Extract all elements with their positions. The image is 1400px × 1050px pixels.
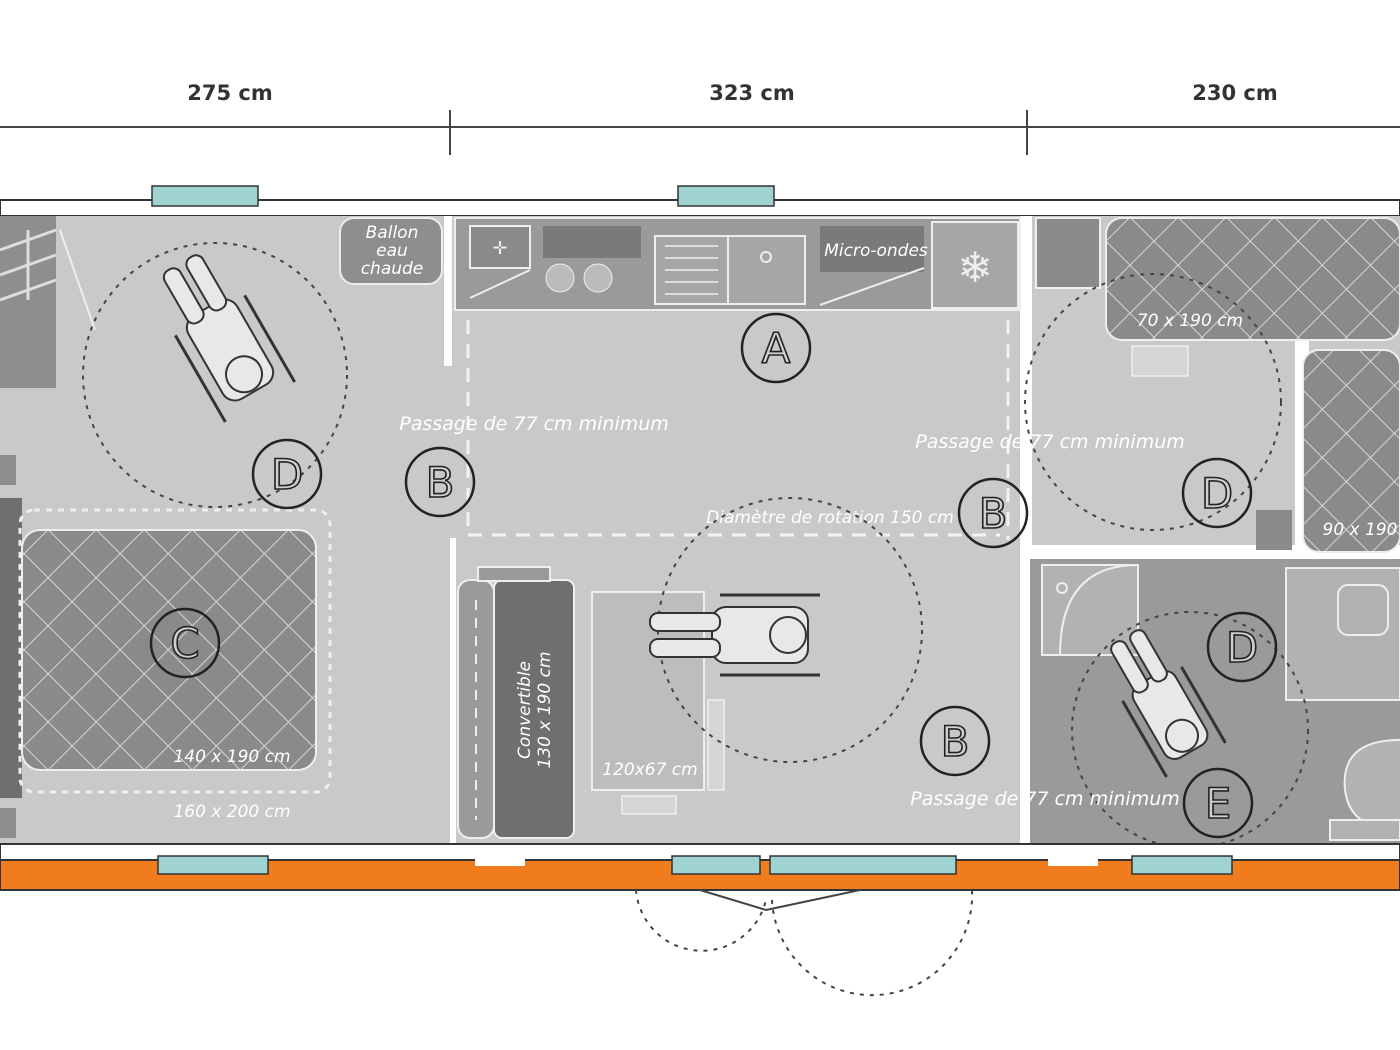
bed-inner-label: 140 x 190 cm bbox=[173, 747, 290, 767]
wheelchair-icon bbox=[1110, 629, 1227, 778]
marker-layer: A B B B C D D D E bbox=[149, 312, 1278, 839]
table-label: 120x67 cm bbox=[602, 760, 697, 780]
door-swing bbox=[635, 889, 974, 997]
dim-middle: 323 cm bbox=[709, 81, 794, 105]
marker-b3: B bbox=[919, 705, 991, 777]
dimension-line: 275 cm 323 cm 230 cm bbox=[0, 81, 1400, 155]
bottom-window-1 bbox=[157, 855, 269, 875]
wardrobe-right bbox=[1035, 217, 1101, 289]
marker-letter: B bbox=[426, 458, 455, 507]
passage-label-1: Passage de 77 cm minimum bbox=[399, 413, 669, 435]
bottom-window-2 bbox=[671, 855, 761, 875]
marker-d2: D bbox=[1181, 457, 1253, 529]
passage-label-3: Passage de 77 cm minimum bbox=[910, 788, 1180, 810]
single-bed-right bbox=[1302, 349, 1400, 553]
bed-outer-label: 160 x 200 cm bbox=[173, 802, 290, 822]
fridge bbox=[931, 221, 1019, 309]
marker-a: A bbox=[740, 312, 812, 384]
microwave bbox=[820, 226, 924, 272]
marker-d1: D bbox=[251, 438, 323, 510]
dim-left: 275 cm bbox=[187, 81, 272, 105]
marker-letter: D bbox=[271, 450, 303, 499]
cooktop-icon: ✛ bbox=[492, 238, 507, 259]
boiler-label-3: chaude bbox=[361, 259, 424, 279]
snowflake-icon: ❄ bbox=[957, 243, 992, 292]
bottom-window-4 bbox=[1131, 855, 1233, 875]
marker-b1: B bbox=[404, 446, 476, 518]
marker-letter: B bbox=[979, 489, 1008, 538]
boiler-label-1: Ballon bbox=[366, 223, 419, 243]
marker-letter: B bbox=[941, 717, 970, 766]
bed-outline bbox=[18, 508, 332, 794]
marker-letter: D bbox=[1226, 623, 1258, 672]
bed-headboard bbox=[0, 498, 22, 798]
sofa-label-1: Convertible bbox=[515, 661, 535, 759]
sofa-label-2: 130 x 190 cm bbox=[535, 651, 555, 768]
marker-letter: D bbox=[1201, 469, 1233, 518]
boiler bbox=[339, 217, 443, 285]
marker-d3: D bbox=[1206, 611, 1278, 683]
cooktop bbox=[469, 225, 531, 269]
marker-letter: A bbox=[762, 324, 791, 373]
boiler-label-2: eau bbox=[376, 241, 408, 261]
passage-label-2: Passage de 77 cm minimum bbox=[915, 431, 1185, 453]
marker-c: C bbox=[149, 607, 221, 679]
bed-right-label: 90 x 190 bbox=[1323, 520, 1398, 540]
top-window-1 bbox=[151, 185, 259, 207]
marker-letter: C bbox=[170, 619, 199, 668]
marker-letter: E bbox=[1205, 779, 1232, 828]
bottom-window-3 bbox=[769, 855, 957, 875]
marker-e: E bbox=[1182, 767, 1254, 839]
turning-circles bbox=[82, 242, 1309, 849]
microwave-label: Micro-ondes bbox=[824, 241, 928, 261]
wheelchair-icon bbox=[162, 254, 296, 423]
bed-top-label: 70 x 190 cm bbox=[1137, 311, 1243, 331]
single-bed-top bbox=[1105, 217, 1400, 341]
dim-right: 230 cm bbox=[1192, 81, 1277, 105]
top-window-2 bbox=[677, 185, 775, 207]
rotation-label: Diamètre de rotation 150 cm bbox=[706, 508, 954, 528]
marker-b2: B bbox=[957, 477, 1029, 549]
double-bed bbox=[21, 529, 317, 771]
wheelchair-icon bbox=[649, 593, 820, 677]
